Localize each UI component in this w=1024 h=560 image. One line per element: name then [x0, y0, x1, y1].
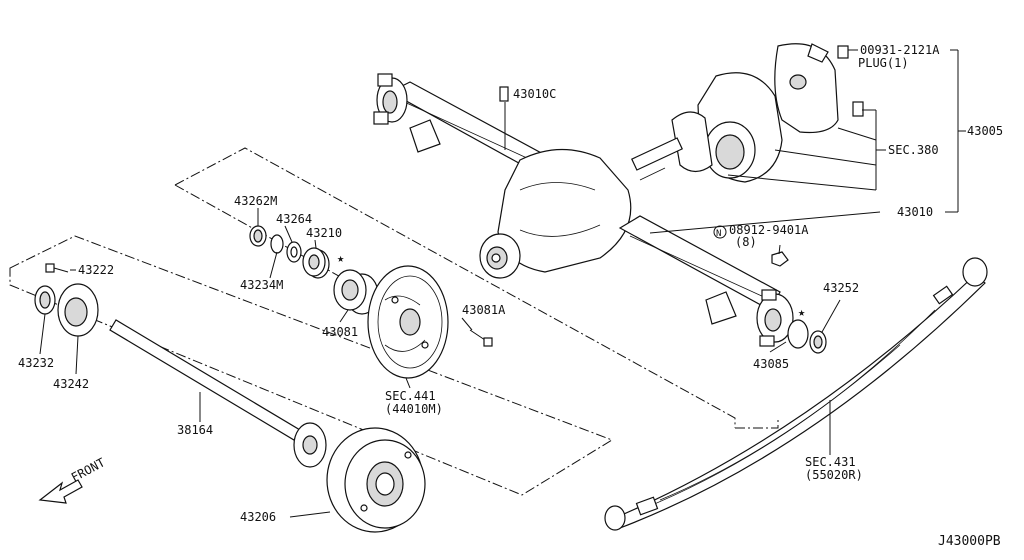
seal-43232	[34, 285, 56, 315]
label-43081a: 43081A	[462, 303, 506, 317]
label-43234m: 43234M	[240, 278, 283, 292]
differential-assembly	[631, 72, 783, 183]
label-43010c: 43010C	[513, 87, 556, 101]
label-38164: 38164	[177, 423, 213, 437]
flange-43242	[57, 283, 99, 337]
label-43085: 43085	[753, 357, 789, 371]
hub-seal-43262m	[249, 225, 267, 247]
label-43262m: 43262M	[234, 194, 277, 208]
star-mark-icon-right: ★	[798, 305, 805, 319]
seal-43252	[809, 330, 827, 354]
bearing-43085: ★	[787, 305, 809, 349]
brake-drum-43206	[326, 427, 426, 533]
star-mark-icon: ★	[337, 251, 344, 265]
brake-group-outline	[174, 147, 736, 428]
label-43252: 43252	[823, 281, 859, 295]
label-43081: 43081	[322, 325, 358, 339]
label-sec-441-ref: (44010M)	[385, 402, 443, 416]
nut-mark-icon	[713, 225, 727, 239]
bolt-43222	[45, 263, 69, 273]
spacer-43264	[286, 241, 302, 263]
label-43210: 43210	[306, 226, 342, 240]
label-43010: 43010	[897, 205, 933, 219]
label-sec-441: SEC.441	[385, 389, 436, 403]
front-arrow-icon	[38, 479, 83, 504]
shaft-group-outline	[9, 235, 614, 496]
bearing-43210	[302, 247, 330, 279]
leaf-spring	[604, 257, 988, 531]
bolt-43081a	[469, 329, 493, 347]
label-plug: PLUG(1)	[858, 56, 909, 70]
label-43222: 43222	[78, 263, 114, 277]
spacer-43234m	[270, 234, 284, 254]
label-sec-431-ref: (55020R)	[805, 468, 863, 482]
label-43232: 43232	[18, 356, 54, 370]
label-00931-2121a: 00931-2121A	[860, 43, 940, 57]
brake-backing-plate	[367, 265, 449, 379]
diff-cover	[774, 43, 864, 134]
label-43005: 43005	[967, 124, 1003, 138]
axle-right-outline	[735, 420, 779, 429]
nut-08912	[771, 251, 789, 267]
label-43264: 43264	[276, 212, 312, 226]
label-43206: 43206	[240, 510, 276, 524]
axle-housing	[373, 73, 794, 347]
label-43242: 43242	[53, 377, 89, 391]
label-08912-9401a: 08912-9401A	[729, 223, 809, 237]
leader-lines	[39, 49, 966, 518]
label-sec-380: SEC.380	[888, 143, 939, 157]
axle-shaft-38164	[109, 319, 327, 468]
nut-mark-label: N	[716, 229, 721, 239]
label-sec-431: SEC.431	[805, 455, 856, 469]
diagram-code: J43000PB	[938, 534, 1001, 549]
front-label: FRONT	[69, 455, 107, 484]
label-08912-qty: (8)	[735, 235, 757, 249]
